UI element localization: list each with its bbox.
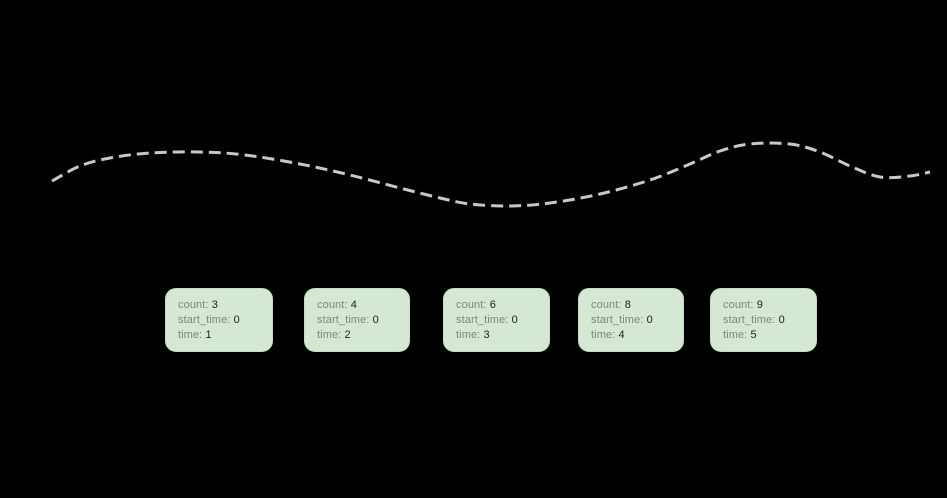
node-field-value: 0 [233, 314, 240, 326]
node-field-value: 4 [618, 329, 625, 341]
node-field-key: count: [178, 299, 209, 311]
node-field-key: count: [591, 299, 622, 311]
node-field: count: 4 [317, 298, 409, 313]
node-field-value: 0 [372, 314, 379, 326]
node-field-key: time: [456, 329, 481, 341]
node-field-value: 6 [489, 299, 496, 311]
node-field: time: 1 [178, 328, 272, 343]
node-field-key: start_time: [317, 314, 370, 326]
node-field: time: 4 [591, 328, 683, 343]
node-field-value: 0 [511, 314, 518, 326]
node-field-value: 1 [205, 329, 212, 341]
node-field: time: 5 [723, 328, 816, 343]
node-field-key: count: [456, 299, 487, 311]
node-field: start_time: 0 [591, 313, 683, 328]
node-field-key: start_time: [456, 314, 509, 326]
node-field-key: count: [723, 299, 754, 311]
node-field: count: 3 [178, 298, 272, 313]
node-field-value: 5 [750, 329, 757, 341]
node-field: start_time: 0 [317, 313, 409, 328]
node-field: start_time: 0 [178, 313, 272, 328]
node-field-value: 0 [778, 314, 785, 326]
node-field: count: 6 [456, 298, 549, 313]
curve-path [51, 141, 931, 208]
node-field-key: time: [178, 329, 203, 341]
node-field-value: 8 [624, 299, 631, 311]
node-field: start_time: 0 [723, 313, 816, 328]
node-field: start_time: 0 [456, 313, 549, 328]
node-field-value: 2 [344, 329, 351, 341]
node-field: time: 3 [456, 328, 549, 343]
node-field-key: start_time: [723, 314, 776, 326]
node-field: time: 2 [317, 328, 409, 343]
node-field-value: 9 [756, 299, 763, 311]
node-field-value: 3 [211, 299, 218, 311]
node-field-value: 0 [646, 314, 653, 326]
node-field-value: 4 [350, 299, 357, 311]
node-field-key: start_time: [591, 314, 644, 326]
node-field-key: time: [317, 329, 342, 341]
node-field-key: start_time: [178, 314, 231, 326]
node-field-key: time: [591, 329, 616, 341]
node-field-key: count: [317, 299, 348, 311]
node-field: count: 9 [723, 298, 816, 313]
node-field-key: time: [723, 329, 748, 341]
node-field: count: 8 [591, 298, 683, 313]
node-field-value: 3 [483, 329, 490, 341]
